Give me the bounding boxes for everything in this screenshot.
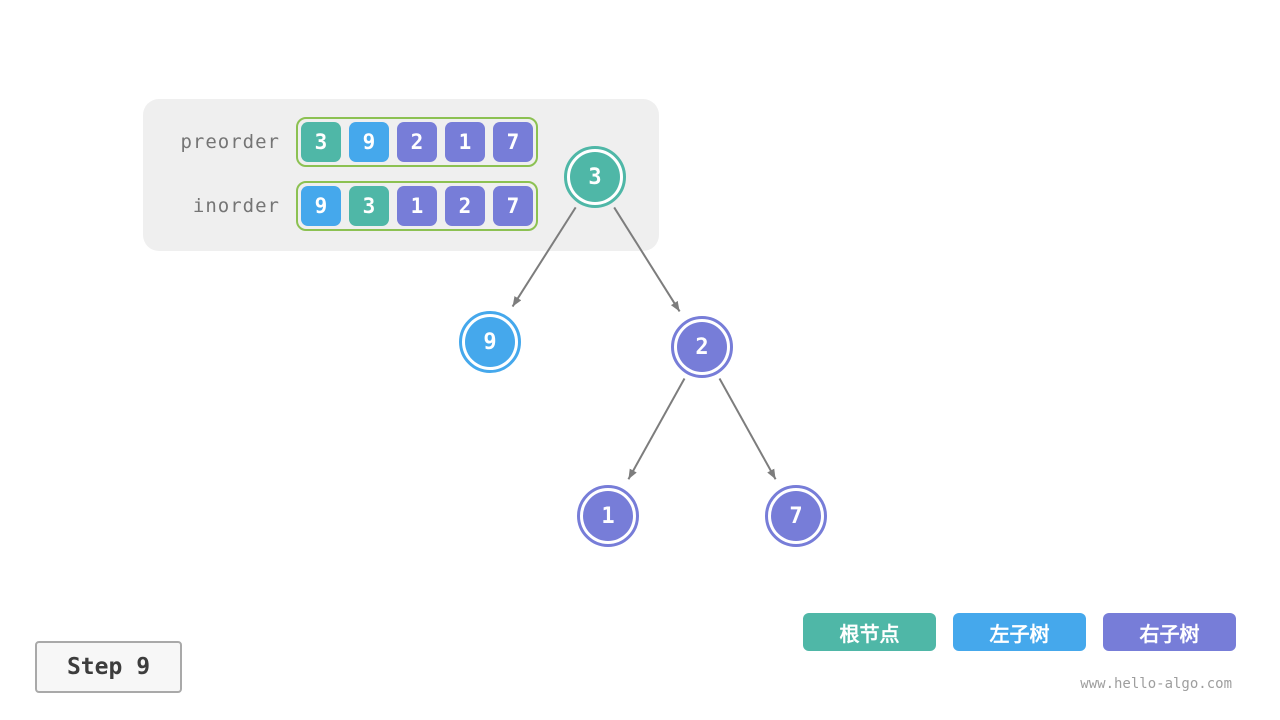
tree-node-value: 2 (677, 322, 727, 372)
tree-edge (627, 377, 686, 480)
array-cell: 2 (445, 186, 485, 226)
legend-badge: 右子树 (1103, 613, 1236, 651)
array-cell: 9 (349, 122, 389, 162)
array-cell: 1 (445, 122, 485, 162)
legend: 根节点左子树右子树 (803, 613, 1236, 651)
inorder-label: inorder (192, 195, 280, 217)
array-cell: 9 (301, 186, 341, 226)
tree-node-value: 7 (771, 491, 821, 541)
array-cell: 2 (397, 122, 437, 162)
array-cell: 3 (349, 186, 389, 226)
array-cell: 3 (301, 122, 341, 162)
step-label: Step 9 (66, 654, 151, 680)
watermark: www.hello-algo.com (1080, 676, 1232, 692)
array-cell: 1 (397, 186, 437, 226)
legend-badge: 根节点 (803, 613, 936, 651)
tree-node-value: 9 (465, 317, 515, 367)
tree-edge (718, 377, 777, 480)
tree-node-1: 1 (577, 485, 639, 547)
tree-node-7: 7 (765, 485, 827, 547)
tree-node-3: 3 (564, 146, 626, 208)
array-cell: 7 (493, 122, 533, 162)
tree-node-value: 1 (583, 491, 633, 541)
tree-node-2: 2 (671, 316, 733, 378)
array-cell: 7 (493, 186, 533, 226)
tree-node-value: 3 (570, 152, 620, 202)
tree-node-9: 9 (459, 311, 521, 373)
step-indicator: Step 9 (35, 641, 182, 693)
preorder-label: preorder (180, 131, 280, 153)
legend-badge: 左子树 (953, 613, 1086, 651)
